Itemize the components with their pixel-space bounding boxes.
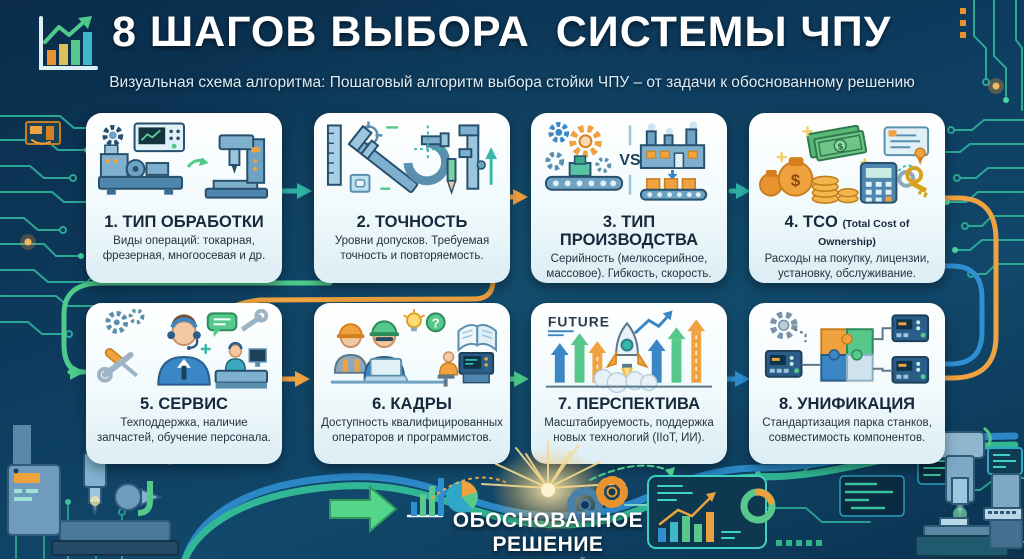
circuit-decoration-top-right — [938, 0, 1024, 278]
step-description: Техподдержка, наличие запчастей, обучени… — [97, 417, 271, 444]
step-card-5: 5. СЕРВИС Техподдержка, наличие запчасте… — [86, 303, 282, 464]
lathe-and-milling-machines-icon — [97, 122, 269, 199]
step-description: Уровни допусков. Требуемая точность и по… — [334, 235, 490, 262]
conclusion-banner: ОБОСНОВАННОЕ РЕШЕНИЕ ВЫБОР ОПТИМАЛЬНОЙ С… — [398, 509, 698, 559]
step-description: Виды операций: токарная, фрезерная, мног… — [102, 235, 266, 262]
conclusion-decor — [329, 441, 776, 549]
step-title: 2. ТОЧНОСТЬ — [356, 213, 468, 231]
step-card-3: VS 3. ТИП ПРОИЗВОДСТВА Серийность (мелко… — [531, 113, 727, 283]
calipers-micrometer-icon — [326, 121, 498, 196]
gears-vs-factory-icon: VS — [544, 121, 708, 201]
cnc-machine-bottom-left — [7, 425, 179, 556]
step-card-4: $ $ 4. TCO (Total Co — [749, 113, 945, 283]
dollar-glyph: $ — [837, 141, 844, 152]
question-glyph: ? — [432, 315, 440, 330]
page-subtitle: Визуальная схема алгоритма: Пошаговый ал… — [109, 74, 915, 91]
skilled-workers-icon: ? — [330, 309, 498, 387]
step-title: 5. СЕРВИС — [140, 395, 228, 413]
step-description: Стандартизация парка станков, совместимо… — [762, 417, 932, 444]
support-operator-icon — [96, 309, 269, 389]
pie-chart-icon — [446, 481, 478, 513]
page-title: 8 ШАГОВ ВЫБОРА СИСТЕМЫ ЧПУ — [112, 8, 892, 56]
circuit-decoration-left — [0, 115, 102, 338]
step-card-1: 1. ТИП ОБРАБОТКИ Виды операций: токарная… — [86, 113, 282, 283]
step-description: Доступность квалифицированных операторов… — [321, 417, 503, 444]
step-card-2: 2. ТОЧНОСТЬ Уровни допусков. Требуемая т… — [314, 113, 510, 283]
future-label: FUTURE — [548, 313, 610, 329]
dollar-glyph: $ — [791, 171, 801, 190]
bar-chart-icon — [406, 478, 444, 518]
step-description: Расходы на покупку, лицензии, установку,… — [764, 253, 930, 280]
step-title: 7. ПЕРСПЕКТИВА — [557, 395, 700, 413]
growth-chart-icon — [39, 16, 98, 70]
step-title: 1. ТИП ОБРАБОТКИ — [104, 213, 264, 231]
step-title: 4. TCO (Total Cost of Ownership) — [784, 213, 910, 249]
step-title-suffix: (Total Cost of Ownership) — [818, 218, 910, 249]
conclusion-title: ОБОСНОВАННОЕ РЕШЕНИЕ — [452, 509, 644, 556]
money-and-costs-icon: $ $ — [758, 124, 930, 204]
forward-arrow-icon — [329, 484, 398, 534]
rocket-growth-icon: FUTURE — [545, 310, 713, 393]
step-title: 3. ТИП ПРОИЗВОДСТВА — [559, 213, 699, 250]
analytics-dashboard-icon — [647, 475, 776, 549]
step-title: 8. УНИФИКАЦИЯ — [778, 395, 916, 413]
puzzle-unification-icon — [764, 311, 930, 384]
step-title: 6. КАДРЫ — [372, 395, 452, 413]
step-card-8: 8. УНИФИКАЦИЯ Стандартизация парка станк… — [749, 303, 945, 464]
cnc-machine-bottom-right — [915, 426, 1023, 557]
step-description: Серийность (мелкосерийное, массовое). Ги… — [546, 253, 712, 280]
gears-icon — [567, 476, 628, 523]
vs-label: VS — [619, 152, 640, 169]
